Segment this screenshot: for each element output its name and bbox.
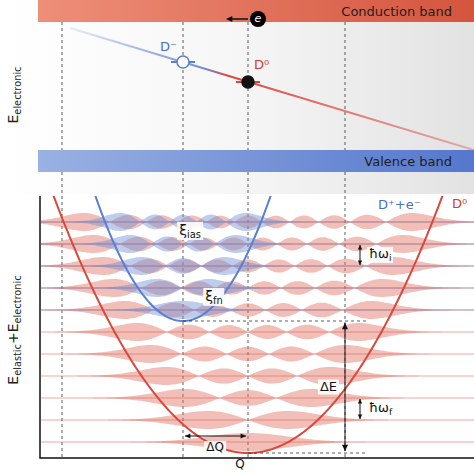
potential-curve	[90, 196, 276, 321]
label-text: ξ	[179, 222, 187, 238]
vibrational-level	[41, 420, 474, 421]
label-text: ΔE	[320, 379, 337, 394]
axis	[40, 196, 474, 458]
dimension-arrows	[185, 245, 362, 451]
arrow-head	[342, 445, 348, 451]
label-text: electronic	[12, 275, 23, 323]
band-label: Valence band	[364, 154, 452, 169]
vibrational-level	[41, 266, 474, 267]
wavefunction-label: ξias	[177, 222, 203, 240]
wavefunction	[41, 279, 474, 297]
displacement-label: ΔQ	[204, 441, 226, 455]
vibrational-level	[41, 442, 474, 443]
electron-label: e	[255, 13, 262, 24]
label-text: ΔQ	[206, 440, 224, 454]
arrow-head	[226, 16, 232, 22]
defect-label: D⁻	[160, 40, 177, 54]
arrow-line	[185, 436, 246, 437]
arrow-head	[241, 433, 246, 438]
dashed-guide	[345, 172, 346, 458]
arrow-head	[342, 323, 348, 329]
label-text: ξ	[205, 288, 213, 304]
defect-state: D⁻	[160, 40, 196, 70]
defect-label: D⁰	[254, 58, 269, 72]
label-text: +E	[5, 323, 21, 344]
energy-label: ħωf	[367, 401, 394, 417]
dashed-guide	[183, 321, 366, 322]
configuration-diagram	[41, 196, 474, 453]
arrow-line	[345, 323, 346, 451]
wavefunction-label: ξfn	[203, 288, 224, 306]
top-panel-ground	[0, 0, 474, 194]
wavefunction	[41, 279, 474, 297]
axis-label: Eelectronic	[5, 67, 23, 124]
wavefunction	[41, 433, 474, 451]
arrow-head	[185, 433, 190, 438]
axis-label: Eelastic+Eelectronic	[5, 275, 23, 384]
label-text: fn	[213, 295, 223, 306]
wavefunction	[41, 257, 474, 275]
curve-label: D⁰	[450, 197, 469, 212]
vibrational-level	[41, 244, 474, 245]
label-text: electronic	[12, 67, 23, 115]
arrow-head	[358, 414, 362, 419]
label-text: Q	[235, 457, 244, 471]
label-text: ias	[187, 229, 201, 240]
curve-label: D⁺+e⁻	[376, 198, 423, 213]
vibrational-level	[41, 398, 474, 399]
valence-band: Valence band	[38, 150, 474, 172]
label-text: D⁺+e⁻	[378, 197, 421, 212]
arrow-line	[232, 18, 248, 20]
band-label: Conduction band	[341, 4, 452, 19]
potential-curve	[48, 196, 448, 453]
vibrational-level	[41, 310, 474, 311]
axis-label: Q	[235, 458, 244, 472]
vibrational-level	[41, 288, 474, 289]
dashed-guide	[62, 22, 63, 150]
dashed-guide	[183, 22, 184, 150]
defect-level-line	[70, 28, 474, 150]
label-text: E	[5, 115, 21, 124]
label-text: elastic	[12, 344, 23, 376]
vibrational-level	[41, 376, 474, 377]
arrow-head	[358, 399, 362, 404]
arrow-head	[358, 245, 362, 250]
dashed-guide	[345, 22, 346, 150]
energy-label: ħωi	[367, 247, 393, 263]
wavefunction	[41, 323, 474, 341]
label-text: ħω	[369, 246, 389, 261]
wavefunction	[41, 411, 474, 429]
dashed-guide	[248, 453, 366, 454]
wavefunction	[41, 345, 474, 363]
wavefunction	[41, 257, 474, 275]
energy-label: ΔE	[318, 380, 339, 395]
wavefunction	[41, 235, 474, 253]
defect-state: D⁰	[236, 58, 276, 92]
label-text: ħω	[369, 400, 389, 415]
arrow-head	[358, 260, 362, 265]
electron: e	[250, 11, 266, 27]
label-text: D⁰	[452, 196, 467, 211]
wavefunction	[41, 367, 474, 385]
label-text: E	[5, 376, 21, 385]
vibrational-level	[41, 354, 474, 355]
defect-circle	[177, 56, 189, 68]
label-text: f	[389, 407, 392, 417]
label-text: i	[389, 253, 392, 263]
vibrational-level	[41, 310, 474, 311]
vibrational-level	[41, 332, 474, 333]
wavefunction	[41, 389, 474, 407]
wavefunction	[41, 235, 474, 253]
defect-circle	[242, 76, 254, 88]
